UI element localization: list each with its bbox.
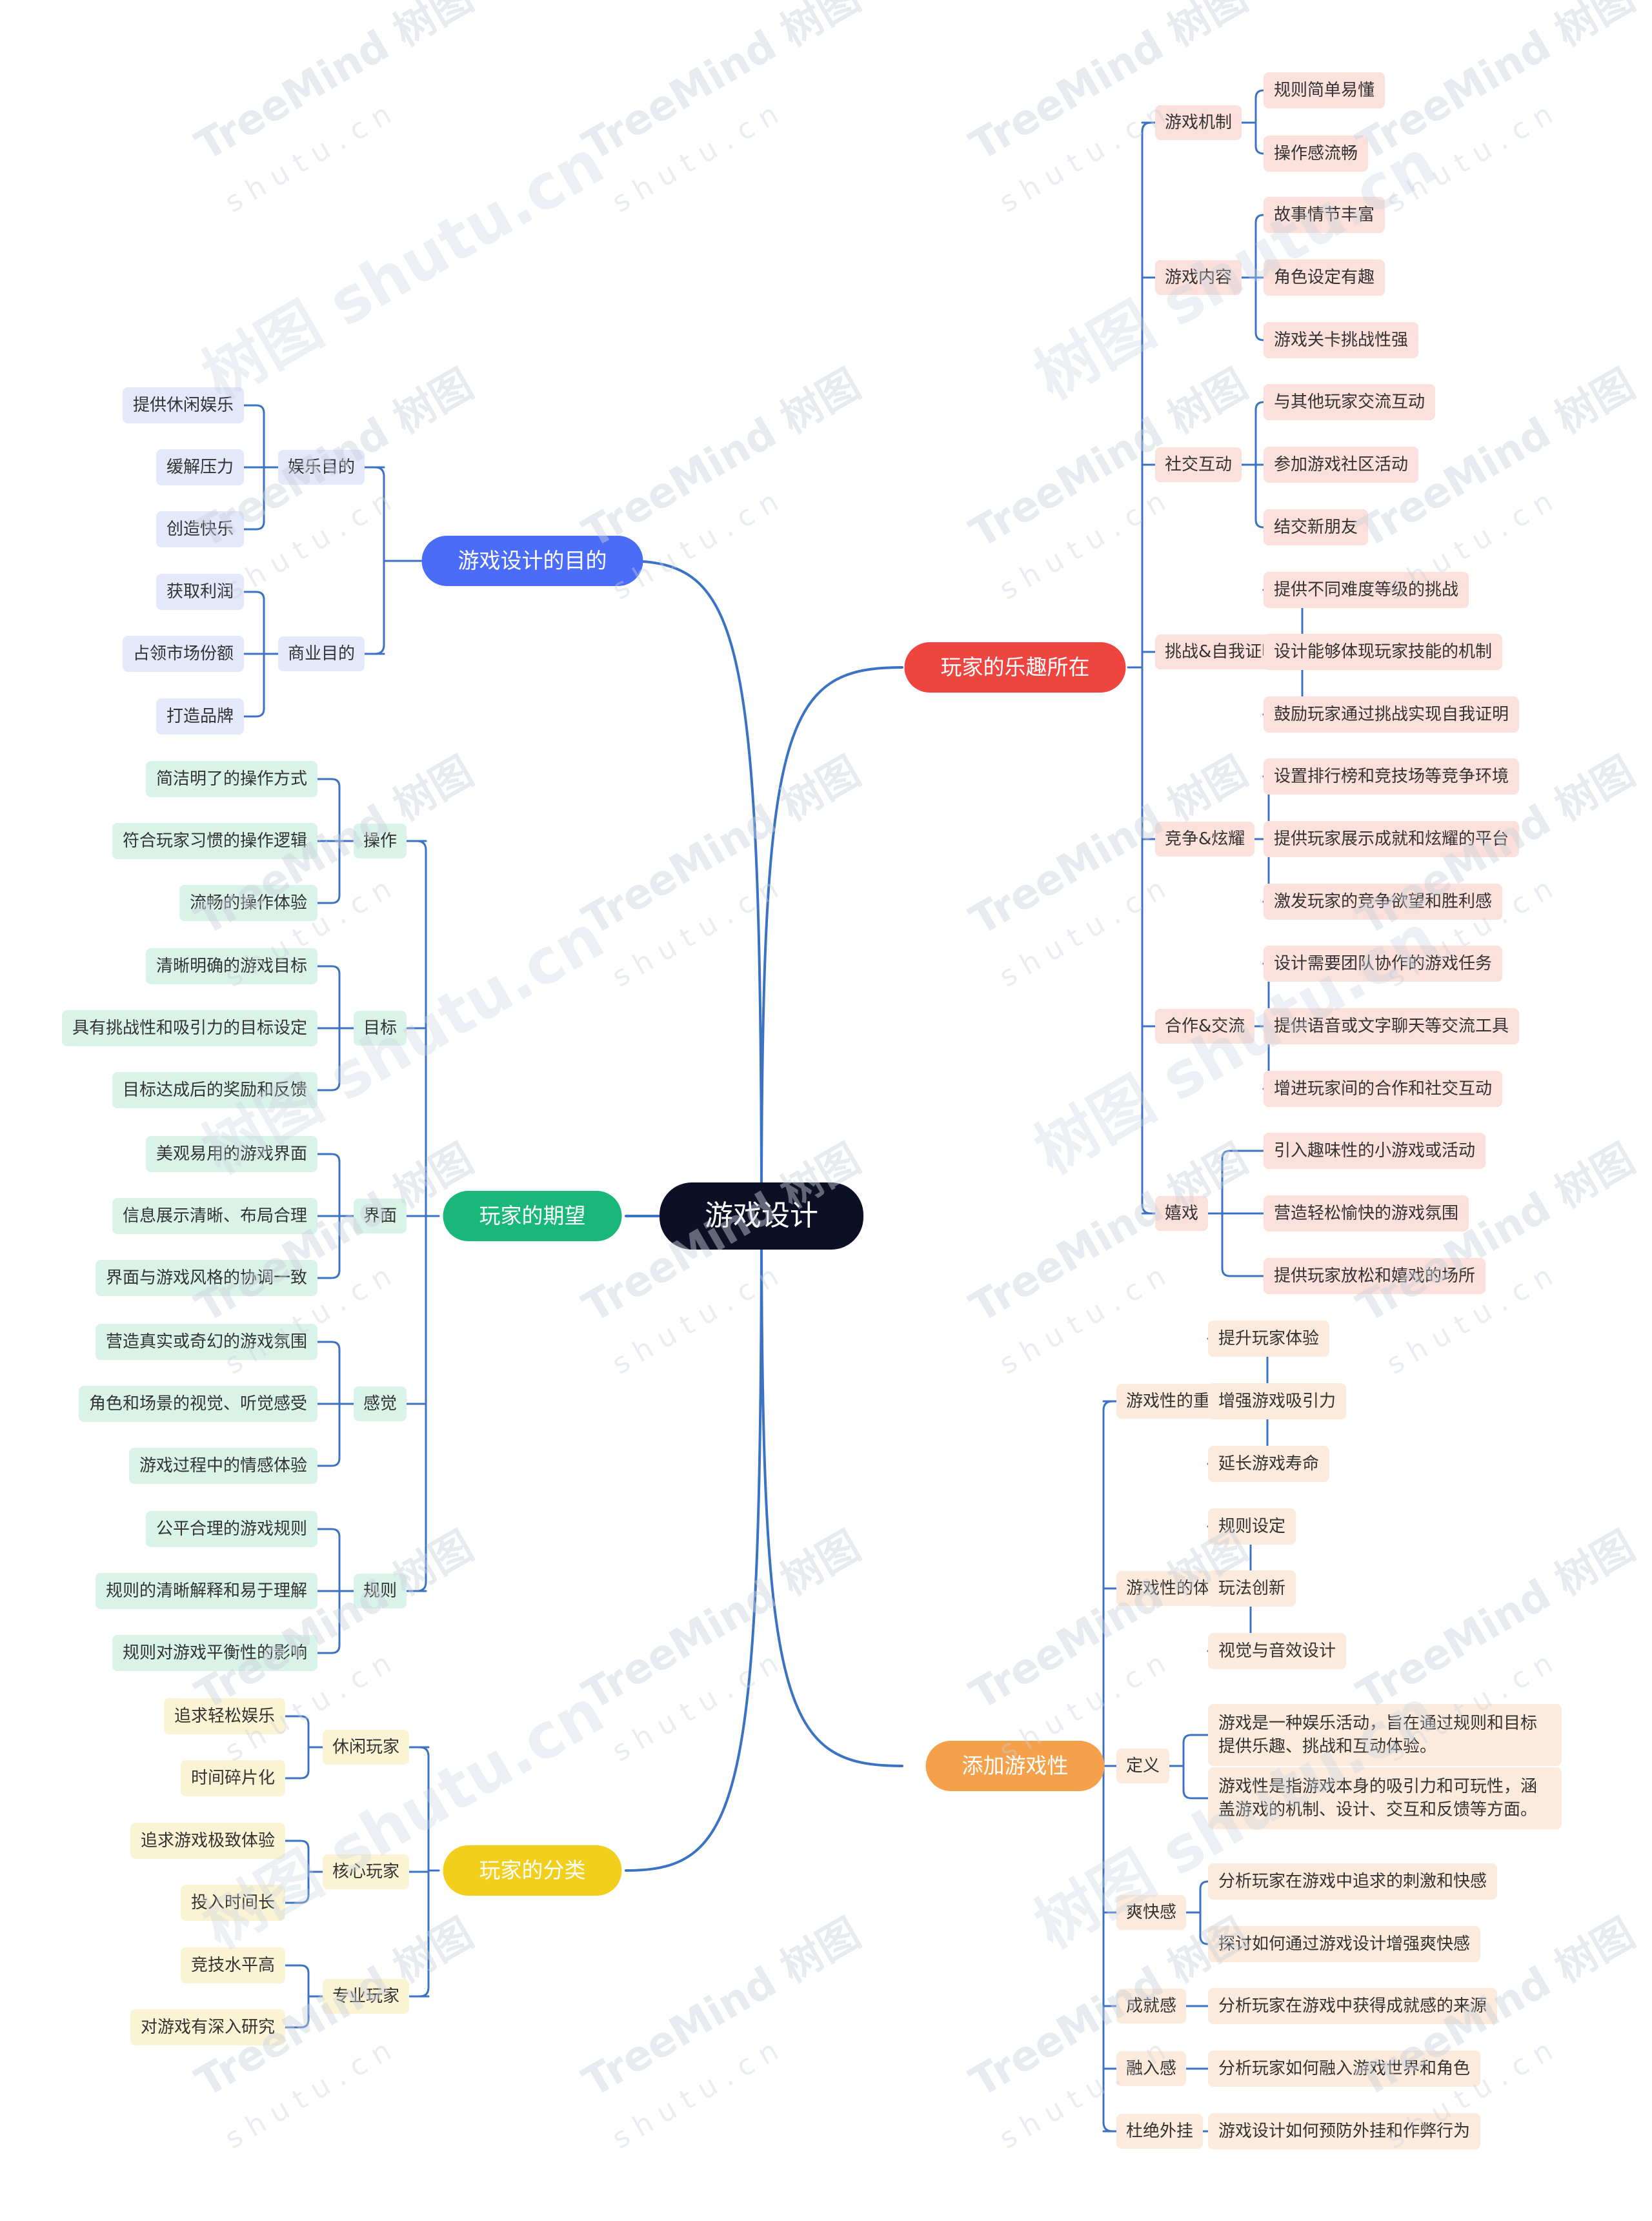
sub-node-5-4[interactable]: 爽快感 — [1116, 1895, 1187, 1930]
leaf-node-5-4-1[interactable]: 分析玩家在游戏中追求的刺激和快感 — [1208, 1863, 1498, 1900]
leaf-node-4-3-1[interactable]: 与其他玩家交流互动 — [1264, 384, 1436, 420]
sub-node-1-2[interactable]: 商业目的 — [277, 636, 365, 671]
leaf-node-4-3-3[interactable]: 结交新朋友 — [1264, 509, 1369, 545]
leaf-node-3-1-1[interactable]: 追求轻松娱乐 — [163, 1698, 285, 1734]
leaf-node-5-3-2[interactable]: 游戏性是指游戏本身的吸引力和可玩性，涵盖游戏的机制、设计、交互和反馈等方面。 — [1208, 1767, 1562, 1829]
leaf-node-4-7-2[interactable]: 营造轻松愉快的游戏氛围 — [1264, 1195, 1469, 1232]
leaf-node-2-1-2[interactable]: 符合玩家习惯的操作逻辑 — [112, 823, 317, 859]
sub-node-4-3[interactable]: 社交互动 — [1155, 447, 1242, 482]
sub-node-2-4[interactable]: 感觉 — [353, 1386, 407, 1421]
leaf-node-5-3-1[interactable]: 游戏是一种娱乐活动，旨在通过规则和目标提供乐趣、挑战和互动体验。 — [1208, 1704, 1562, 1766]
leaf-node-2-4-1[interactable]: 营造真实或奇幻的游戏氛围 — [95, 1324, 317, 1360]
sub-node-3-2[interactable]: 核心玩家 — [322, 1854, 409, 1889]
leaf-node-1-2-3[interactable]: 打造品牌 — [156, 698, 244, 735]
leaf-node-4-4-2[interactable]: 设计能够体现玩家技能的机制 — [1264, 634, 1503, 670]
leaf-node-2-4-2[interactable]: 角色和场景的视觉、听觉感受 — [78, 1386, 317, 1422]
leaf-node-5-2-3[interactable]: 视觉与音效设计 — [1208, 1633, 1347, 1669]
leaf-node-5-6-1[interactable]: 分析玩家如何融入游戏世界和角色 — [1208, 2051, 1481, 2087]
leaf-node-4-7-3[interactable]: 提供玩家放松和嬉戏的场所 — [1264, 1258, 1486, 1294]
leaf-node-1-2-2[interactable]: 占领市场份额 — [122, 636, 244, 672]
branch-node-5[interactable]: 添加游戏性 — [925, 1741, 1105, 1791]
leaf-node-4-4-1[interactable]: 提供不同难度等级的挑战 — [1264, 572, 1469, 608]
branch-node-3[interactable]: 玩家的分类 — [443, 1845, 622, 1896]
leaf-node-4-6-2[interactable]: 提供语音或文字聊天等交流工具 — [1264, 1008, 1520, 1044]
leaf-node-3-1-2[interactable]: 时间碎片化 — [180, 1760, 285, 1796]
leaf-node-2-2-2[interactable]: 具有挑战性和吸引力的目标设定 — [61, 1010, 317, 1046]
sub-node-3-1[interactable]: 休闲玩家 — [322, 1730, 409, 1765]
leaf-node-2-2-3[interactable]: 目标达成后的奖励和反馈 — [112, 1072, 317, 1108]
leaf-node-3-2-1[interactable]: 追求游戏极致体验 — [130, 1823, 285, 1859]
leaf-node-2-3-2[interactable]: 信息展示清晰、布局合理 — [112, 1198, 317, 1234]
sub-node-3-3[interactable]: 专业玩家 — [322, 1979, 409, 2014]
root-node[interactable]: 游戏设计 — [660, 1182, 863, 1250]
leaf-node-2-1-3[interactable]: 流畅的操作体验 — [179, 885, 317, 921]
leaf-node-1-1-2[interactable]: 缓解压力 — [156, 449, 244, 485]
sub-node-2-5[interactable]: 规则 — [353, 1574, 407, 1608]
leaf-node-3-2-2[interactable]: 投入时间长 — [180, 1885, 285, 1921]
leaf-node-4-1-2[interactable]: 操作感流畅 — [1264, 136, 1369, 172]
leaf-node-5-5-1[interactable]: 分析玩家在游戏中获得成就感的来源 — [1208, 1988, 1498, 2024]
leaf-node-2-5-3[interactable]: 规则对游戏平衡性的影响 — [112, 1635, 317, 1671]
leaf-node-2-5-1[interactable]: 公平合理的游戏规则 — [145, 1511, 317, 1547]
leaf-node-5-1-1[interactable]: 提升玩家体验 — [1208, 1321, 1330, 1357]
leaf-node-4-1-1[interactable]: 规则简单易懂 — [1264, 72, 1385, 108]
leaf-node-4-5-2[interactable]: 提供玩家展示成就和炫耀的平台 — [1264, 821, 1520, 857]
leaf-node-4-4-3[interactable]: 鼓励玩家通过挑战实现自我证明 — [1264, 696, 1520, 733]
sub-node-2-2[interactable]: 目标 — [353, 1011, 407, 1046]
leaf-node-4-5-3[interactable]: 激发玩家的竞争欲望和胜利感 — [1264, 884, 1503, 920]
leaf-node-2-3-3[interactable]: 界面与游戏风格的协调一致 — [95, 1260, 317, 1296]
leaf-node-4-7-1[interactable]: 引入趣味性的小游戏或活动 — [1264, 1133, 1486, 1169]
sub-node-5-6[interactable]: 融入感 — [1116, 2051, 1187, 2086]
leaf-node-5-1-3[interactable]: 延长游戏寿命 — [1208, 1446, 1330, 1482]
leaf-node-5-7-1[interactable]: 游戏设计如何预防外挂和作弊行为 — [1208, 2113, 1481, 2149]
branch-node-1[interactable]: 游戏设计的目的 — [421, 536, 643, 586]
sub-node-4-1[interactable]: 游戏机制 — [1155, 105, 1242, 140]
leaf-node-4-6-3[interactable]: 增进玩家间的合作和社交互动 — [1264, 1071, 1503, 1107]
leaf-node-2-1-1[interactable]: 简洁明了的操作方式 — [145, 761, 317, 797]
sub-node-5-5[interactable]: 成就感 — [1116, 1989, 1187, 2023]
leaf-node-5-2-1[interactable]: 规则设定 — [1208, 1508, 1296, 1545]
sub-node-4-6[interactable]: 合作&交流 — [1155, 1009, 1255, 1044]
sub-node-2-1[interactable]: 操作 — [353, 824, 407, 858]
leaf-node-1-2-1[interactable]: 获取利润 — [156, 574, 244, 610]
leaf-node-5-4-2[interactable]: 探讨如何通过游戏设计增强爽快感 — [1208, 1926, 1481, 1962]
leaf-node-4-5-1[interactable]: 设置排行榜和竞技场等竞争环境 — [1264, 758, 1520, 795]
sub-node-5-3[interactable]: 定义 — [1116, 1749, 1170, 1783]
sub-node-4-7[interactable]: 嬉戏 — [1155, 1196, 1209, 1231]
sub-node-1-1[interactable]: 娱乐目的 — [277, 450, 365, 485]
leaf-node-1-1-1[interactable]: 提供休闲娱乐 — [122, 387, 244, 423]
leaf-node-4-2-3[interactable]: 游戏关卡挑战性强 — [1264, 322, 1419, 358]
leaf-node-2-2-1[interactable]: 清晰明确的游戏目标 — [145, 948, 317, 984]
branch-node-2[interactable]: 玩家的期望 — [443, 1191, 622, 1241]
leaf-node-2-5-2[interactable]: 规则的清晰解释和易于理解 — [95, 1573, 317, 1609]
sub-node-5-7[interactable]: 杜绝外挂 — [1116, 2114, 1204, 2149]
leaf-node-5-2-2[interactable]: 玩法创新 — [1208, 1570, 1296, 1607]
leaf-node-3-3-2[interactable]: 对游戏有深入研究 — [130, 2009, 285, 2045]
branch-node-4[interactable]: 玩家的乐趣所在 — [904, 642, 1126, 693]
leaf-node-3-3-1[interactable]: 竞技水平高 — [180, 1947, 285, 1983]
sub-node-4-2[interactable]: 游戏内容 — [1155, 260, 1242, 295]
leaf-node-4-2-2[interactable]: 角色设定有趣 — [1264, 259, 1385, 296]
leaf-node-4-6-1[interactable]: 设计需要团队协作的游戏任务 — [1264, 946, 1503, 982]
leaf-node-1-1-3[interactable]: 创造快乐 — [156, 511, 244, 547]
leaf-node-2-3-1[interactable]: 美观易用的游戏界面 — [145, 1136, 317, 1172]
leaf-node-5-1-2[interactable]: 增强游戏吸引力 — [1208, 1383, 1347, 1419]
sub-node-2-3[interactable]: 界面 — [353, 1199, 407, 1233]
leaf-node-2-4-3[interactable]: 游戏过程中的情感体验 — [128, 1448, 317, 1484]
sub-node-4-5[interactable]: 竞争&炫耀 — [1155, 822, 1255, 857]
leaf-node-4-2-1[interactable]: 故事情节丰富 — [1264, 197, 1385, 233]
leaf-node-4-3-2[interactable]: 参加游戏社区活动 — [1264, 447, 1419, 483]
